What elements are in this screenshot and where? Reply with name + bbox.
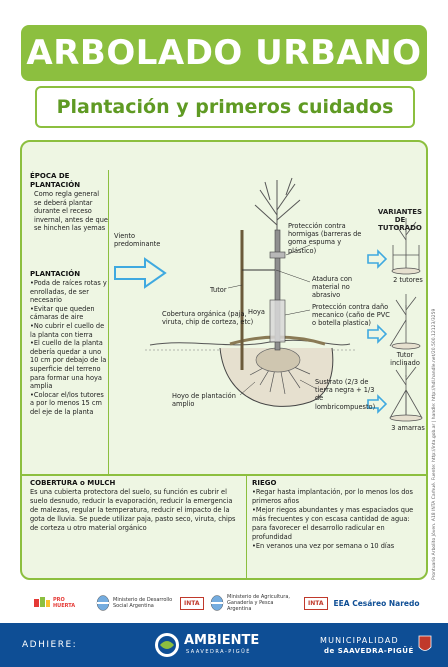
adhiere-label: ADHIERE:: [22, 640, 78, 650]
section-divider: [22, 474, 426, 476]
page-subtitle: Plantación y primeros cuidados: [56, 96, 394, 118]
title-banner: ARBOLADO URBANO: [21, 25, 427, 81]
municipalidad-title: MUNICIPALIDAD: [320, 636, 399, 645]
page-title: ARBOLADO URBANO: [26, 33, 422, 73]
label-viento: Viento predominante: [114, 232, 161, 249]
label-cobertura-organica: Cobertura orgánica (paja, viruta, chip d…: [162, 310, 254, 327]
epoca-body: Como regla general se deberá plantar dur…: [34, 190, 108, 233]
label-proteccion-mecanico: Protección contra daño mecanico (caño de…: [312, 303, 390, 328]
argentina-shield-icon: [210, 595, 224, 611]
municipalidad-subtitle: de SAAVEDRA-PIGÜÉ: [324, 647, 414, 655]
cobertura-heading: COBERTURA o MULCH: [30, 479, 116, 487]
prohuerta-icon: [34, 597, 50, 607]
label-atadura: Atadura con material no abrasivo: [312, 275, 353, 300]
agricultura-text: Ministerio de Agricultura, Ganadería y P…: [227, 594, 291, 612]
label-variante-3-amarras: 3 amarras: [391, 424, 425, 432]
planting-illustration: Viento predominante Protección contra ho…: [110, 170, 426, 470]
label-variantes-tutorado: VARIANTES DE TUTORADO: [377, 208, 423, 233]
plantacion-item: •Evitar que queden cámaras de aire: [30, 304, 95, 322]
source-credit-text: Prontuario Arbolito Jóven. A18 INTA Carh…: [432, 308, 437, 580]
footer-bar: ADHIERE: AMBIENTE SAAVEDRA-PIGÜÉ MUNICIP…: [0, 623, 448, 667]
prohuerta-text: PRO HUERTA: [53, 597, 76, 609]
inta-logo-2: INTA EEA Cesáreo Naredo: [304, 590, 420, 616]
bottom-column-divider: [246, 476, 247, 578]
epoca-heading: ÉPOCA DE PLANTACIÓN: [30, 172, 81, 189]
subtitle-box: Plantación y primeros cuidados: [35, 86, 415, 128]
planting-drawing: [114, 177, 423, 422]
riego-item: •Mejor riegos abundantes y mas espaciado…: [252, 506, 414, 541]
label-variante-tutor-inclinado: Tutor inclinado: [390, 351, 420, 368]
label-variante-2-tutores: 2 tutores: [393, 276, 423, 284]
logos-row: PRO HUERTA Ministerio de Desarrollo Soci…: [20, 586, 428, 618]
inta-logo-1-text: INTA: [180, 596, 204, 610]
ambiente-title: AMBIENTE: [184, 633, 260, 648]
plantacion-section: PLANTACIÓN •Poda de raíces rotas y enrol…: [30, 270, 108, 417]
prohuerta-logo: PRO HUERTA: [34, 590, 90, 616]
epoca-section: ÉPOCA DE PLANTACIÓN Como regla general s…: [30, 172, 108, 233]
riego-item: •Regar hasta implantación, por lo menos …: [252, 488, 413, 505]
desarrollo-social-logo: Ministerio de Desarrollo Social Argentin…: [96, 590, 176, 616]
argentina-shield-icon: [96, 595, 110, 611]
inta-logo-1: INTA: [180, 590, 206, 616]
ambiente-subtitle: SAAVEDRA-PIGÜÉ: [186, 649, 251, 655]
plantacion-item: •No cubrir el cuello de la planta con ti…: [30, 321, 105, 339]
source-credit: Prontuario Arbolito Jóven. A18 INTA Carh…: [432, 300, 446, 580]
riego-heading: RIEGO: [252, 479, 277, 487]
desarrollo-social-text: Ministerio de Desarrollo Social Argentin…: [113, 597, 173, 609]
plantacion-heading: PLANTACIÓN: [30, 270, 81, 278]
cobertura-section: COBERTURA o MULCH Es una cubierta protec…: [30, 479, 242, 533]
ambiente-globe-icon: [155, 633, 179, 657]
left-column-divider: [108, 170, 109, 474]
plantacion-item: •Poda de raíces rotas y enrolladas, de s…: [30, 279, 107, 305]
main-panel: ÉPOCA DE PLANTACIÓN Como regla general s…: [20, 140, 428, 580]
agricultura-logo: Ministerio de Agricultura, Ganadería y P…: [210, 590, 302, 616]
inta-logo-2-text: INTA: [304, 596, 328, 610]
plantacion-item: •El cuello de la planta debería quedar a…: [30, 339, 107, 391]
label-tutor: Tutor: [210, 286, 227, 294]
label-hoya: Hoya: [248, 308, 265, 316]
municipal-shield-icon: [418, 635, 432, 651]
riego-item: •En veranos una vez por semana o 10 días: [252, 542, 395, 550]
riego-section: RIEGO •Regar hasta implantación, por lo …: [252, 479, 420, 551]
label-proteccion-hormigas: Protección contra hormigas (barreras de …: [288, 222, 362, 255]
label-sustrato: Sustrato (2/3 de tierra negra + 1/3 de l…: [315, 378, 376, 411]
label-hoyo: Hoyo de plantación amplio: [172, 392, 236, 409]
cobertura-body: Es una cubierta protectora del suelo, su…: [30, 488, 236, 532]
eea-text: EEA Cesáreo Naredo: [333, 598, 420, 608]
plantacion-item: •Colocar el/los tutores a por lo menos 1…: [30, 390, 104, 416]
